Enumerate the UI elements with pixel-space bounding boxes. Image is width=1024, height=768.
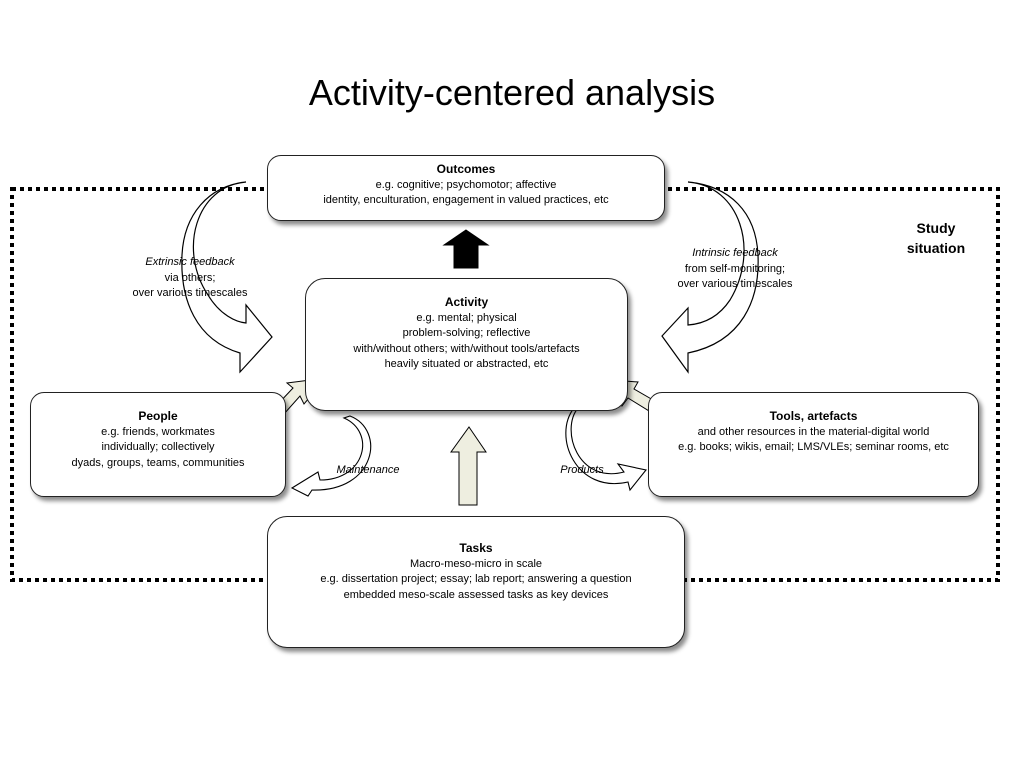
people-line: dyads, groups, teams, communities	[71, 456, 245, 469]
products-label: Products	[552, 463, 612, 479]
outcomes-box: Outcomes e.g. cognitive; psychomotor; af…	[267, 155, 665, 221]
activity-title: Activity	[444, 295, 489, 309]
intrinsic-feedback-line: over various timescales	[677, 278, 793, 290]
tasks-line: embedded meso-scale assessed tasks as ke…	[343, 588, 609, 601]
products-text: Products	[560, 464, 604, 476]
study-situation-line: Study	[916, 220, 956, 236]
extrinsic-feedback-title: Extrinsic feedback	[145, 256, 235, 268]
activity-line: e.g. mental; physical	[416, 311, 517, 324]
extrinsic-feedback-label: Extrinsic feedback via others; over vari…	[114, 255, 266, 302]
tasks-title: Tasks	[459, 541, 493, 555]
people-line: individually; collectively	[101, 441, 215, 453]
intrinsic-feedback-line: from self-monitoring;	[684, 262, 786, 275]
extrinsic-feedback-line: over various timescales	[132, 287, 248, 299]
intrinsic-feedback-arrow	[661, 181, 759, 374]
people-box: People e.g. friends, workmates individua…	[30, 392, 286, 497]
intrinsic-feedback-title: Intrinsic feedback	[692, 247, 778, 259]
outcomes-line: identity, enculturation, engagement in v…	[323, 194, 609, 206]
extrinsic-feedback-line: via others;	[164, 271, 216, 284]
tasks-line: e.g. dissertation project; essay; lab re…	[320, 573, 632, 585]
tools-box: Tools, artefacts and other resources in …	[648, 392, 979, 497]
extrinsic-feedback-arrow	[181, 181, 273, 374]
maintenance-label: Maintenance	[328, 463, 408, 479]
people-title: People	[138, 409, 178, 423]
tasks-arrow-icon	[450, 426, 487, 506]
outcome-arrow-icon	[442, 229, 490, 269]
products-arrow	[565, 407, 647, 492]
intrinsic-feedback-label: Intrinsic feedback from self-monitoring;…	[660, 246, 810, 293]
tasks-line: Macro-meso-micro in scale	[409, 557, 543, 570]
study-situation-line: situation	[906, 240, 966, 256]
outcomes-line: e.g. cognitive; psychomotor; affective	[375, 178, 557, 191]
activity-line: heavily situated or abstracted, etc	[384, 358, 549, 370]
people-line: e.g. friends, workmates	[101, 425, 215, 438]
tools-line: e.g. books; wikis, email; LMS/VLEs; semi…	[678, 441, 949, 453]
tools-title: Tools, artefacts	[769, 409, 858, 423]
activity-line: with/without others; with/without tools/…	[353, 342, 580, 355]
activity-line: problem-solving; reflective	[402, 327, 531, 339]
tasks-box: Tasks Macro-meso-micro in scale e.g. dis…	[267, 516, 685, 648]
maintenance-text: Maintenance	[336, 464, 400, 476]
maintenance-arrow	[290, 415, 372, 497]
tools-line: and other resources in the material-digi…	[697, 425, 930, 438]
study-situation-label: Study situation	[896, 218, 976, 258]
outcomes-title: Outcomes	[436, 162, 496, 176]
activity-box: Activity e.g. mental; physical problem-s…	[305, 278, 628, 411]
page-title: Activity-centered analysis	[308, 72, 716, 113]
